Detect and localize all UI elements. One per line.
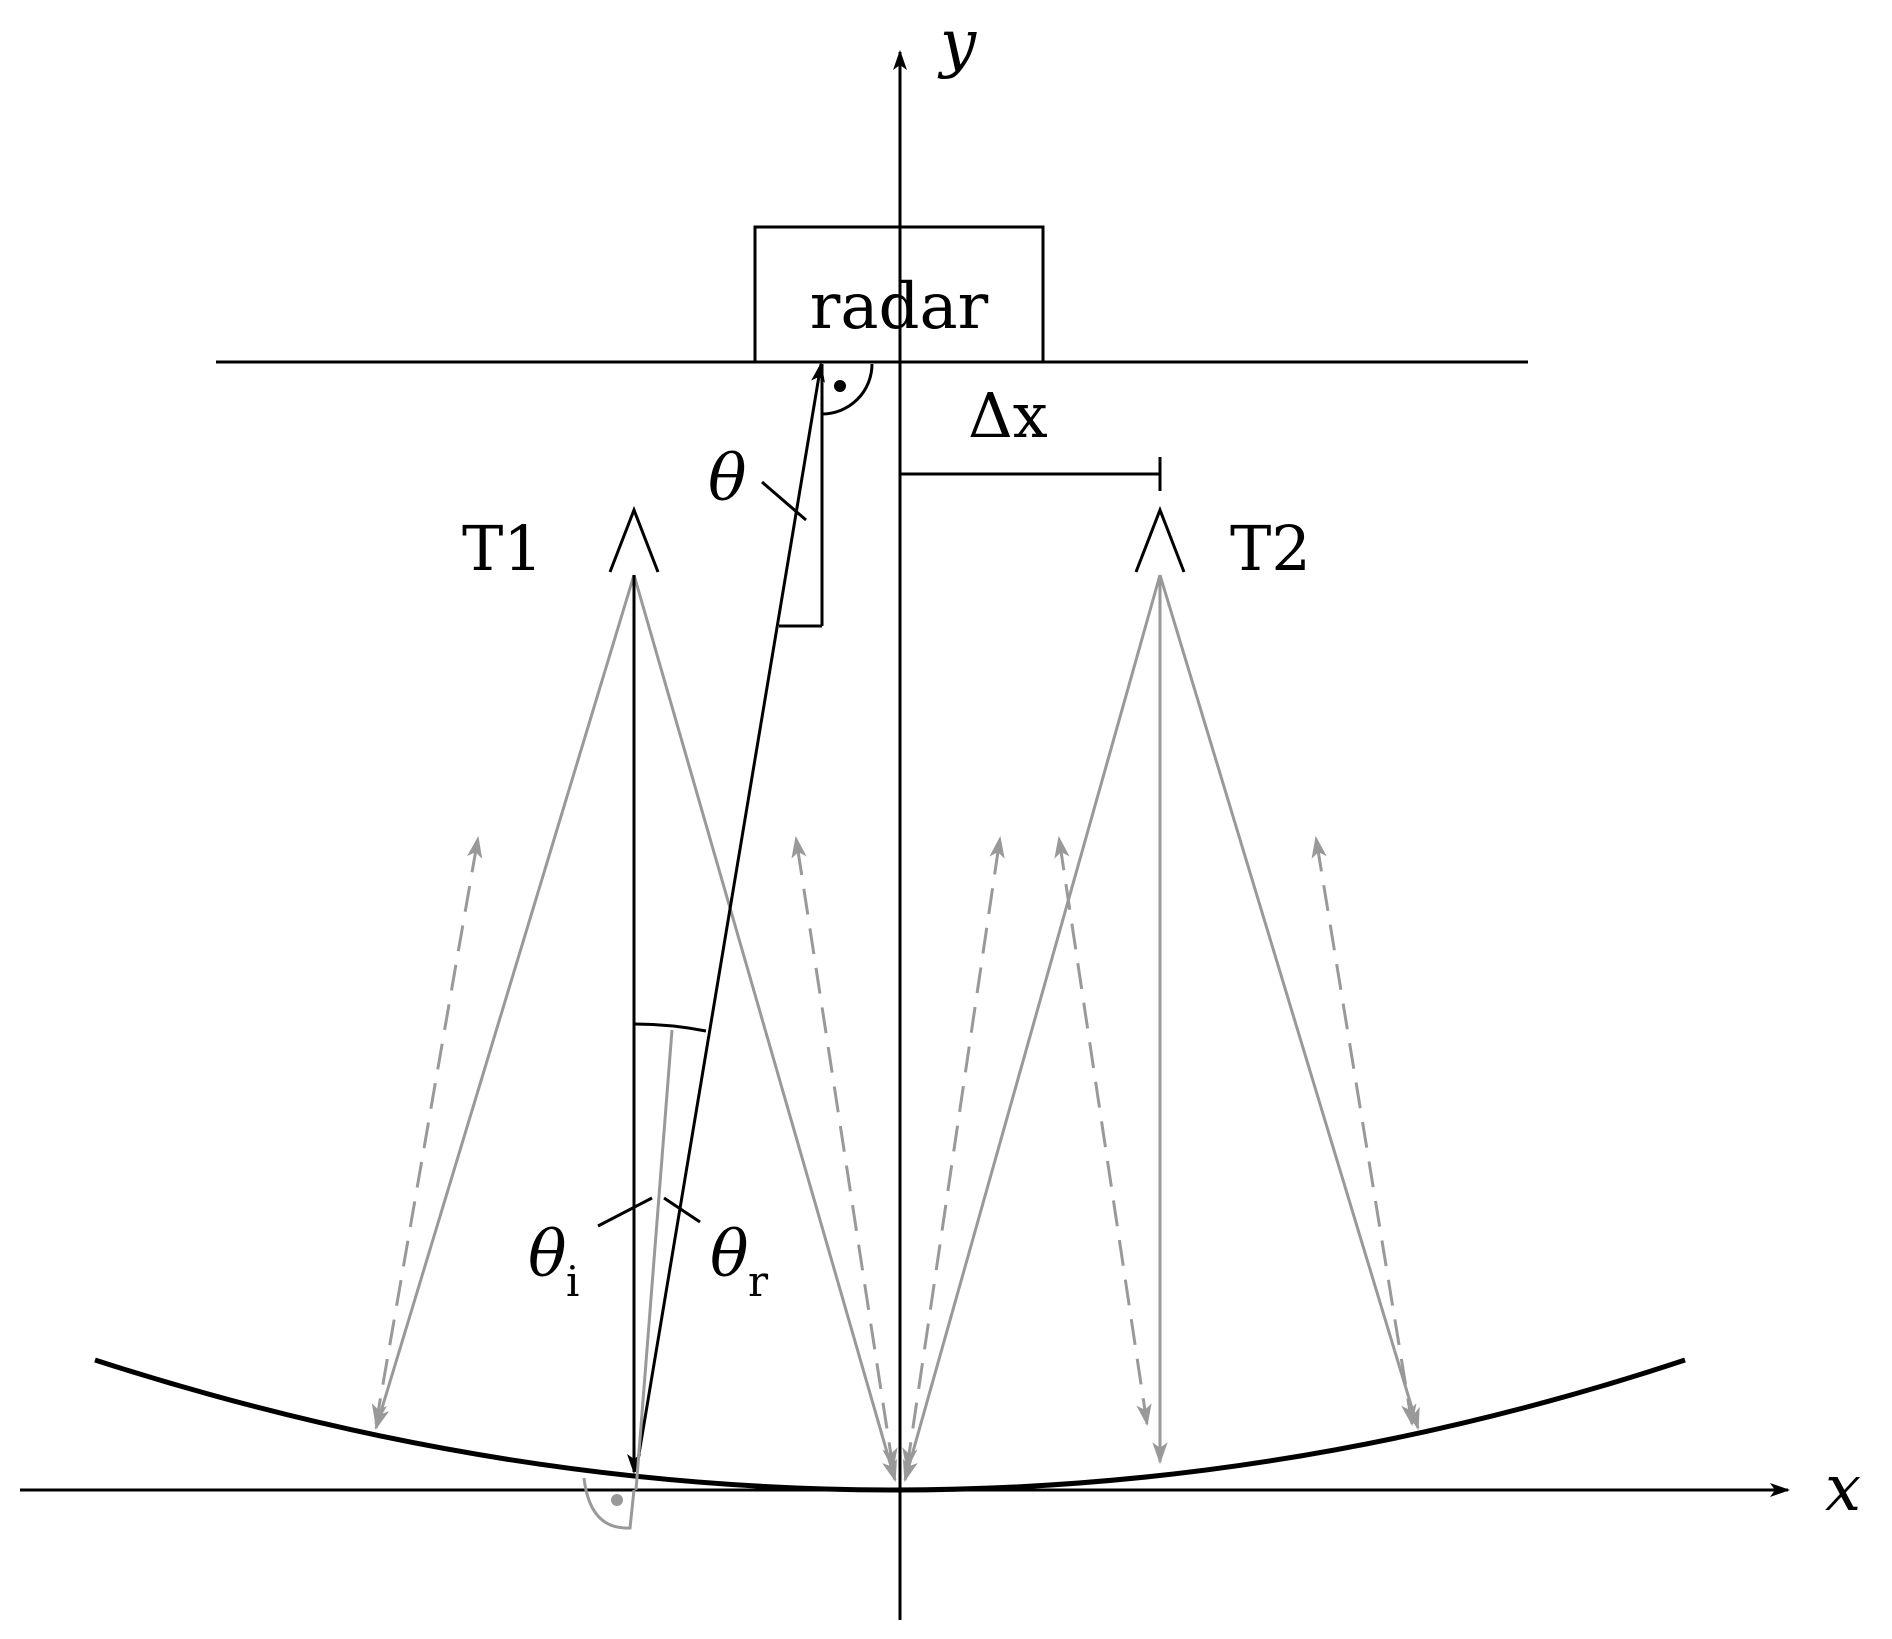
caret-up-icon [1134,505,1186,573]
right-angle-dot [834,380,846,392]
radar-label: radar [810,270,989,344]
theta-i-r-angles: θ i θ r [528,1022,769,1306]
y-axis-label: y [937,7,977,81]
dashed-ray-1 [371,835,483,1427]
dashed-ray-4 [1054,835,1152,1427]
ray-t2-right [1158,574,1420,1431]
radar-platform: radar [216,225,1528,364]
ray-t1-left [374,574,636,1431]
dashed-ray-2 [791,835,898,1471]
delta-x-dimension: Δx [898,379,1162,491]
theta-angle: θ [708,363,874,628]
axes: y x [20,7,1861,1620]
theta-i-subscript: i [566,1257,579,1306]
surface-right-angle-dot [611,1494,623,1506]
target-1: T1 [462,505,660,585]
dashed-ray-3 [902,835,1005,1471]
theta-r-leader [663,1196,701,1224]
x-axis-label: x [1825,1452,1861,1526]
ray-t2-left [902,574,1162,1483]
right-angle-dot-icon [821,363,874,416]
reflecting-surface [94,1357,1686,1493]
theta-leader [761,480,807,522]
theta-i-arc [633,1022,707,1033]
gray-solid-rays [374,574,1420,1483]
caret-up-icon [608,505,660,573]
gray-dashed-rays [371,835,1417,1471]
right-angle-dot-icon [582,1477,636,1530]
dashed-ray-5 [1311,835,1417,1427]
target-2: T2 [1134,505,1311,585]
delta-x-label: Δx [968,379,1048,452]
radar-box [753,225,1045,364]
target-2-label: T2 [1230,512,1311,585]
theta-label: θ [708,442,747,516]
black-rays [627,362,825,1491]
theta-r-label: θ [710,1218,749,1292]
reflected-ray-to-radar [634,362,825,1473]
theta-i-leader [597,1196,653,1228]
surface-right-angle [582,1477,636,1530]
target-1-label: T1 [462,512,543,585]
theta-r-subscript: r [748,1257,769,1306]
theta-i-label: θ [528,1218,567,1292]
surface-normal [634,1029,674,1491]
